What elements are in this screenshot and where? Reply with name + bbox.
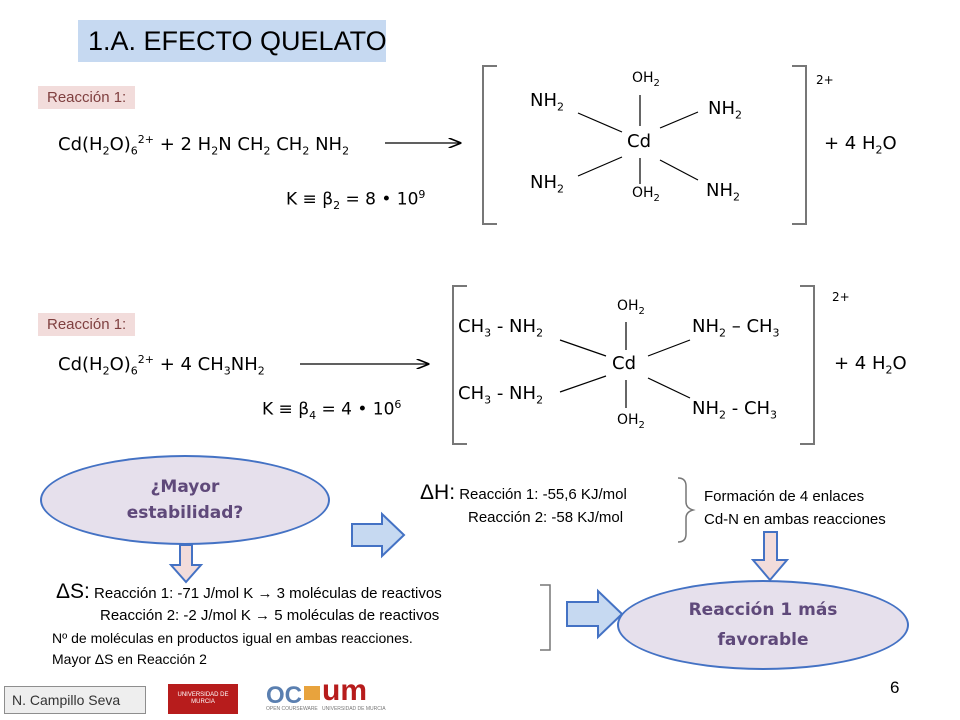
enthalpy-note-1: Formación de 4 enlaces xyxy=(704,488,865,505)
complex-2-right-bracket xyxy=(800,285,815,445)
complex-2-top-right: NH2 – CH3 xyxy=(692,316,780,340)
entropy-bracket xyxy=(540,584,551,651)
reaction-2-reactants: Cd(H2O)62+ + 4 CH3NH2 xyxy=(58,353,265,378)
complex-1-right-bracket xyxy=(792,65,807,225)
complex-2-bottom-left: CH3 - NH2 xyxy=(458,383,544,407)
down-arrow-right xyxy=(750,531,790,582)
complex-2-bond xyxy=(647,339,691,357)
complex-2-charge: 2+ xyxy=(832,290,850,304)
complex-1-bond xyxy=(659,111,699,129)
ocw-logo: OC OPEN COURSEWARE xyxy=(266,682,318,712)
complex-2-oh2-top: OH2 xyxy=(617,298,645,317)
question-line-2: estabilidad? xyxy=(126,503,244,523)
complex-2-top-left: CH3 - NH2 xyxy=(458,316,544,340)
conclusion-line-2: favorable xyxy=(717,630,809,650)
conclusion-line-1: Reacción 1 más xyxy=(688,600,838,620)
author-box xyxy=(4,686,146,714)
block-arrow-right-top xyxy=(351,511,406,559)
university-logo: UNIVERSIDAD DE MURCIA xyxy=(168,684,238,714)
down-arrow-left xyxy=(168,544,204,584)
complex-1-nh2-bottom-left: NH2 xyxy=(530,172,564,196)
entropy-line-4: Mayor ΔS en Reacción 2 xyxy=(52,651,207,667)
entropy-line-1: ΔS: Reacción 1: -71 J/mol K → 3 molécula… xyxy=(56,580,442,603)
complex-2-metal: Cd xyxy=(612,353,636,374)
reaction-2-label: Reacción 1: xyxy=(38,313,136,336)
reaction-1-constant: K ≡ β2 = 8 • 109 xyxy=(286,188,426,213)
complex-1-left-bracket xyxy=(482,65,497,225)
complex-1-nh2-top-left: NH2 xyxy=(530,90,564,114)
ocw-box-icon xyxy=(304,686,320,700)
author-name: N. Campillo Seva xyxy=(12,692,121,708)
complex-2-bond xyxy=(559,375,607,393)
complex-2-bond xyxy=(559,339,607,357)
enthalpy-line-1: ΔH: Reacción 1: -55,6 KJ/mol xyxy=(420,481,627,504)
question-line-1: ¿Mayor xyxy=(150,477,220,497)
complex-1-nh2-top-right: NH2 xyxy=(708,98,742,122)
reaction-2-constant: K ≡ β4 = 4 • 106 xyxy=(262,398,402,423)
entropy-line-3: Nº de moléculas en productos igual en am… xyxy=(52,630,413,646)
question-ellipse: ¿Mayor estabilidad? xyxy=(40,455,330,545)
page-title: 1.A. EFECTO QUELATO xyxy=(88,26,387,56)
um-logo: um UNIVERSIDAD DE MURCIA xyxy=(322,674,386,713)
complex-1-bond xyxy=(577,112,623,133)
complex-2-bond xyxy=(647,377,691,399)
complex-2-left-bracket xyxy=(452,285,467,445)
complex-1-oh2-top: OH2 xyxy=(632,70,660,89)
complex-2-bottom-right: NH2 - CH3 xyxy=(692,398,778,422)
complex-1-oh2-bottom: OH2 xyxy=(632,185,660,204)
enthalpy-line-2: Reacción 2: -58 KJ/mol xyxy=(468,509,624,526)
enthalpy-note-2: Cd-N en ambas reacciones xyxy=(704,511,886,528)
reaction-2-product: + 4 H2O xyxy=(834,353,907,377)
entropy-line-2: Reacción 2: -2 J/mol K → 5 moléculas de … xyxy=(100,607,440,624)
complex-1-charge: 2+ xyxy=(816,73,834,87)
block-arrow-right-bottom xyxy=(566,588,624,640)
complex-1-nh2-bottom-right: NH2 xyxy=(706,180,740,204)
complex-1-metal: Cd xyxy=(627,131,651,152)
reaction-1-product: + 4 H2O xyxy=(824,133,897,157)
complex-1-bond xyxy=(659,159,699,181)
enthalpy-brace xyxy=(677,477,696,543)
conclusion-ellipse: Reacción 1 más favorable xyxy=(617,580,909,670)
reaction-1-reactants: Cd(H2O)62+ + 2 H2N CH2 CH2 NH2 xyxy=(58,133,350,158)
complex-2-oh2-bottom: OH2 xyxy=(617,412,645,431)
reaction-1-label: Reacción 1: xyxy=(38,86,136,109)
complex-1-bond xyxy=(577,156,623,177)
page-number: 6 xyxy=(890,678,900,697)
title-background xyxy=(78,20,386,62)
